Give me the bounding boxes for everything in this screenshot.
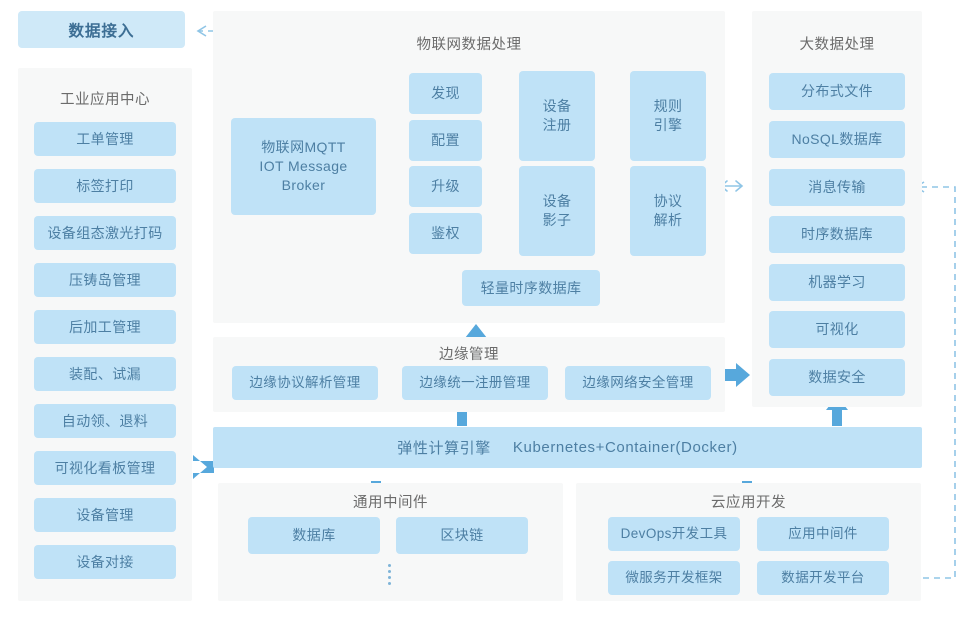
app-item-diecasting-island[interactable]: 压铸岛管理 <box>34 263 176 297</box>
cloudapp-item-data-dev-platform[interactable]: 数据开发平台 <box>757 561 889 595</box>
app-item-post-processing[interactable]: 后加工管理 <box>34 310 176 344</box>
panel-title-edge-management: 边缘管理 <box>439 347 499 363</box>
app-item-device-management[interactable]: 设备管理 <box>34 498 176 532</box>
app-item-auto-material[interactable]: 自动领、退料 <box>34 404 176 438</box>
panel-title-big-data-processing: 大数据处理 <box>799 37 875 53</box>
iot-stack-upgrade[interactable]: 升级 <box>409 166 482 207</box>
app-item-label-print[interactable]: 标签打印 <box>34 169 176 203</box>
bigdata-item-tsdb[interactable]: 时序数据库 <box>769 216 905 253</box>
solid-arrow-right-edge-to-bigdata <box>722 363 750 387</box>
panel-title-common-middleware: 通用中间件 <box>353 495 428 511</box>
bigdata-item-distributed-file[interactable]: 分布式文件 <box>769 73 905 110</box>
rule-engine-line-1: 规则 <box>653 98 683 115</box>
cloudapp-item-microservice-framework[interactable]: 微服务开发框架 <box>608 561 740 595</box>
bigdata-item-data-security[interactable]: 数据安全 <box>769 359 905 396</box>
iot-stack-discover[interactable]: 发现 <box>409 73 482 114</box>
iot-protocol-parse[interactable]: 协议 解析 <box>630 166 706 256</box>
app-item-assembly-leak-test[interactable]: 装配、试漏 <box>34 357 176 391</box>
iot-stack-auth[interactable]: 鉴权 <box>409 213 482 254</box>
device-shadow-line-2: 影子 <box>542 212 572 228</box>
bigdata-item-visualization[interactable]: 可视化 <box>769 311 905 348</box>
app-item-work-order[interactable]: 工单管理 <box>34 122 176 156</box>
device-shadow-line-1: 设备 <box>542 193 572 210</box>
elastic-compute-label-en: Kubernetes+Container(Docker) <box>512 439 738 456</box>
iot-device-register[interactable]: 设备 注册 <box>519 71 595 161</box>
app-item-visual-dashboard[interactable]: 可视化看板管理 <box>34 451 176 485</box>
cloudapp-item-devops-tools[interactable]: DevOps开发工具 <box>608 517 740 551</box>
iot-stack-config[interactable]: 配置 <box>409 120 482 161</box>
arrowhead-data-ingest <box>196 25 207 37</box>
iot-device-shadow[interactable]: 设备 影子 <box>519 166 595 256</box>
protocol-parse-line-2: 解析 <box>653 212 683 228</box>
elastic-compute-label-cn: 弹性计算引擎 <box>397 440 491 457</box>
elastic-compute-engine-bar[interactable]: 弹性计算引擎 Kubernetes+Container(Docker) <box>213 427 922 468</box>
bigdata-item-machine-learning[interactable]: 机器学习 <box>769 264 905 301</box>
broker-line-2: IOT Message <box>259 158 348 175</box>
bigdata-item-messaging[interactable]: 消息传输 <box>769 169 905 206</box>
iot-rule-engine[interactable]: 规则 引擎 <box>630 71 706 161</box>
device-register-line-2: 注册 <box>542 117 572 133</box>
edge-item-network-security-mgmt[interactable]: 边缘网络安全管理 <box>565 366 711 400</box>
data-ingest-header[interactable]: 数据接入 <box>18 11 185 48</box>
app-item-device-connect[interactable]: 设备对接 <box>34 545 176 579</box>
panel-title-cloud-app-dev: 云应用开发 <box>711 495 786 511</box>
panel-title-iot-data-processing: 物联网数据处理 <box>416 37 522 53</box>
panel-title-industrial-app-center: 工业应用中心 <box>60 92 150 108</box>
broker-line-1: 物联网MQTT <box>261 139 346 156</box>
edge-item-unified-register-mgmt[interactable]: 边缘统一注册管理 <box>402 366 548 400</box>
iot-lightweight-tsdb[interactable]: 轻量时序数据库 <box>462 270 600 306</box>
edge-item-protocol-parse-mgmt[interactable]: 边缘协议解析管理 <box>232 366 378 400</box>
middleware-item-blockchain[interactable]: 区块链 <box>396 517 528 554</box>
iot-mqtt-broker[interactable]: 物联网MQTT IOT Message Broker <box>231 118 376 215</box>
rule-engine-line-2: 引擎 <box>653 117 683 133</box>
device-register-line-1: 设备 <box>542 98 572 115</box>
bigdata-item-nosql[interactable]: NoSQL数据库 <box>769 121 905 158</box>
solid-arrow-left-elastic-to-apps <box>193 455 214 479</box>
protocol-parse-line-1: 协议 <box>653 193 683 210</box>
app-item-laser-marking[interactable]: 设备组态激光打码 <box>34 216 176 250</box>
middleware-ellipsis <box>388 564 391 585</box>
middleware-item-database[interactable]: 数据库 <box>248 517 380 554</box>
broker-line-3: Broker <box>281 176 326 193</box>
cloudapp-item-app-middleware[interactable]: 应用中间件 <box>757 517 889 551</box>
